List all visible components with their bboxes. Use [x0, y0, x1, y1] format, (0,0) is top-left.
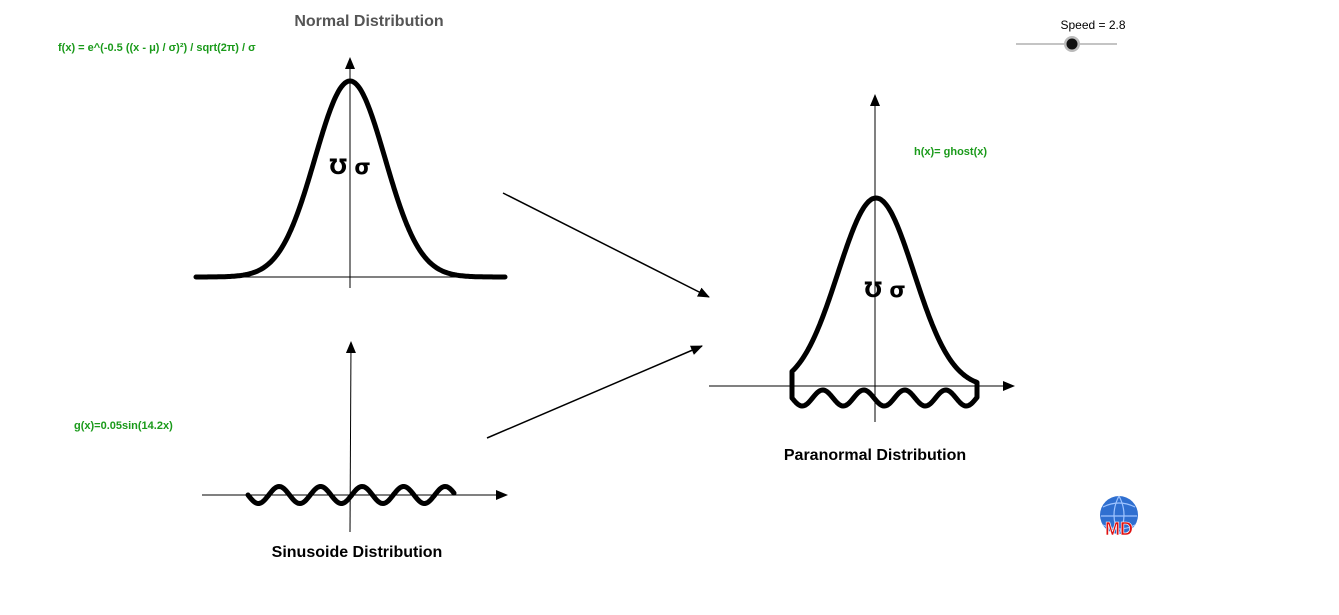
paranormal-distribution-title: Paranormal Distribution — [784, 447, 966, 464]
normal-curve — [193, 78, 508, 280]
normal-distribution-title: Normal Distribution — [294, 13, 443, 30]
speed-slider[interactable]: Speed = 2.8 — [1016, 18, 1126, 52]
ghost-curve — [789, 195, 980, 409]
sinusoid-axes — [202, 341, 508, 533]
speed-label: Speed = 2.8 — [1060, 18, 1125, 32]
sinusoid-formula: g(x)=0.05sin(14.2x) — [74, 420, 173, 432]
sinusoid-to-paranormal-arrow — [486, 345, 703, 439]
logo-text: MD — [1105, 519, 1133, 539]
sinusoid-curve — [245, 483, 457, 507]
normal-to-paranormal-arrow — [502, 192, 710, 298]
ghost-formula: h(x)= ghost(x) — [914, 146, 987, 158]
globe-icon — [1100, 496, 1138, 534]
normal-ghost-face: Ʊ σ — [329, 155, 371, 179]
normal-formula: f(x) = e^(-0.5 ((x - μ) / σ)²) / sqrt(2π… — [58, 42, 256, 54]
sinusoide-distribution-title: Sinusoide Distribution — [272, 544, 443, 561]
paranormal-axes — [709, 94, 1015, 422]
paranormal-ghost-face: Ʊ σ — [864, 278, 906, 302]
md-globe-logo: MD — [1100, 495, 1138, 539]
slider-knob[interactable] — [1066, 38, 1078, 50]
